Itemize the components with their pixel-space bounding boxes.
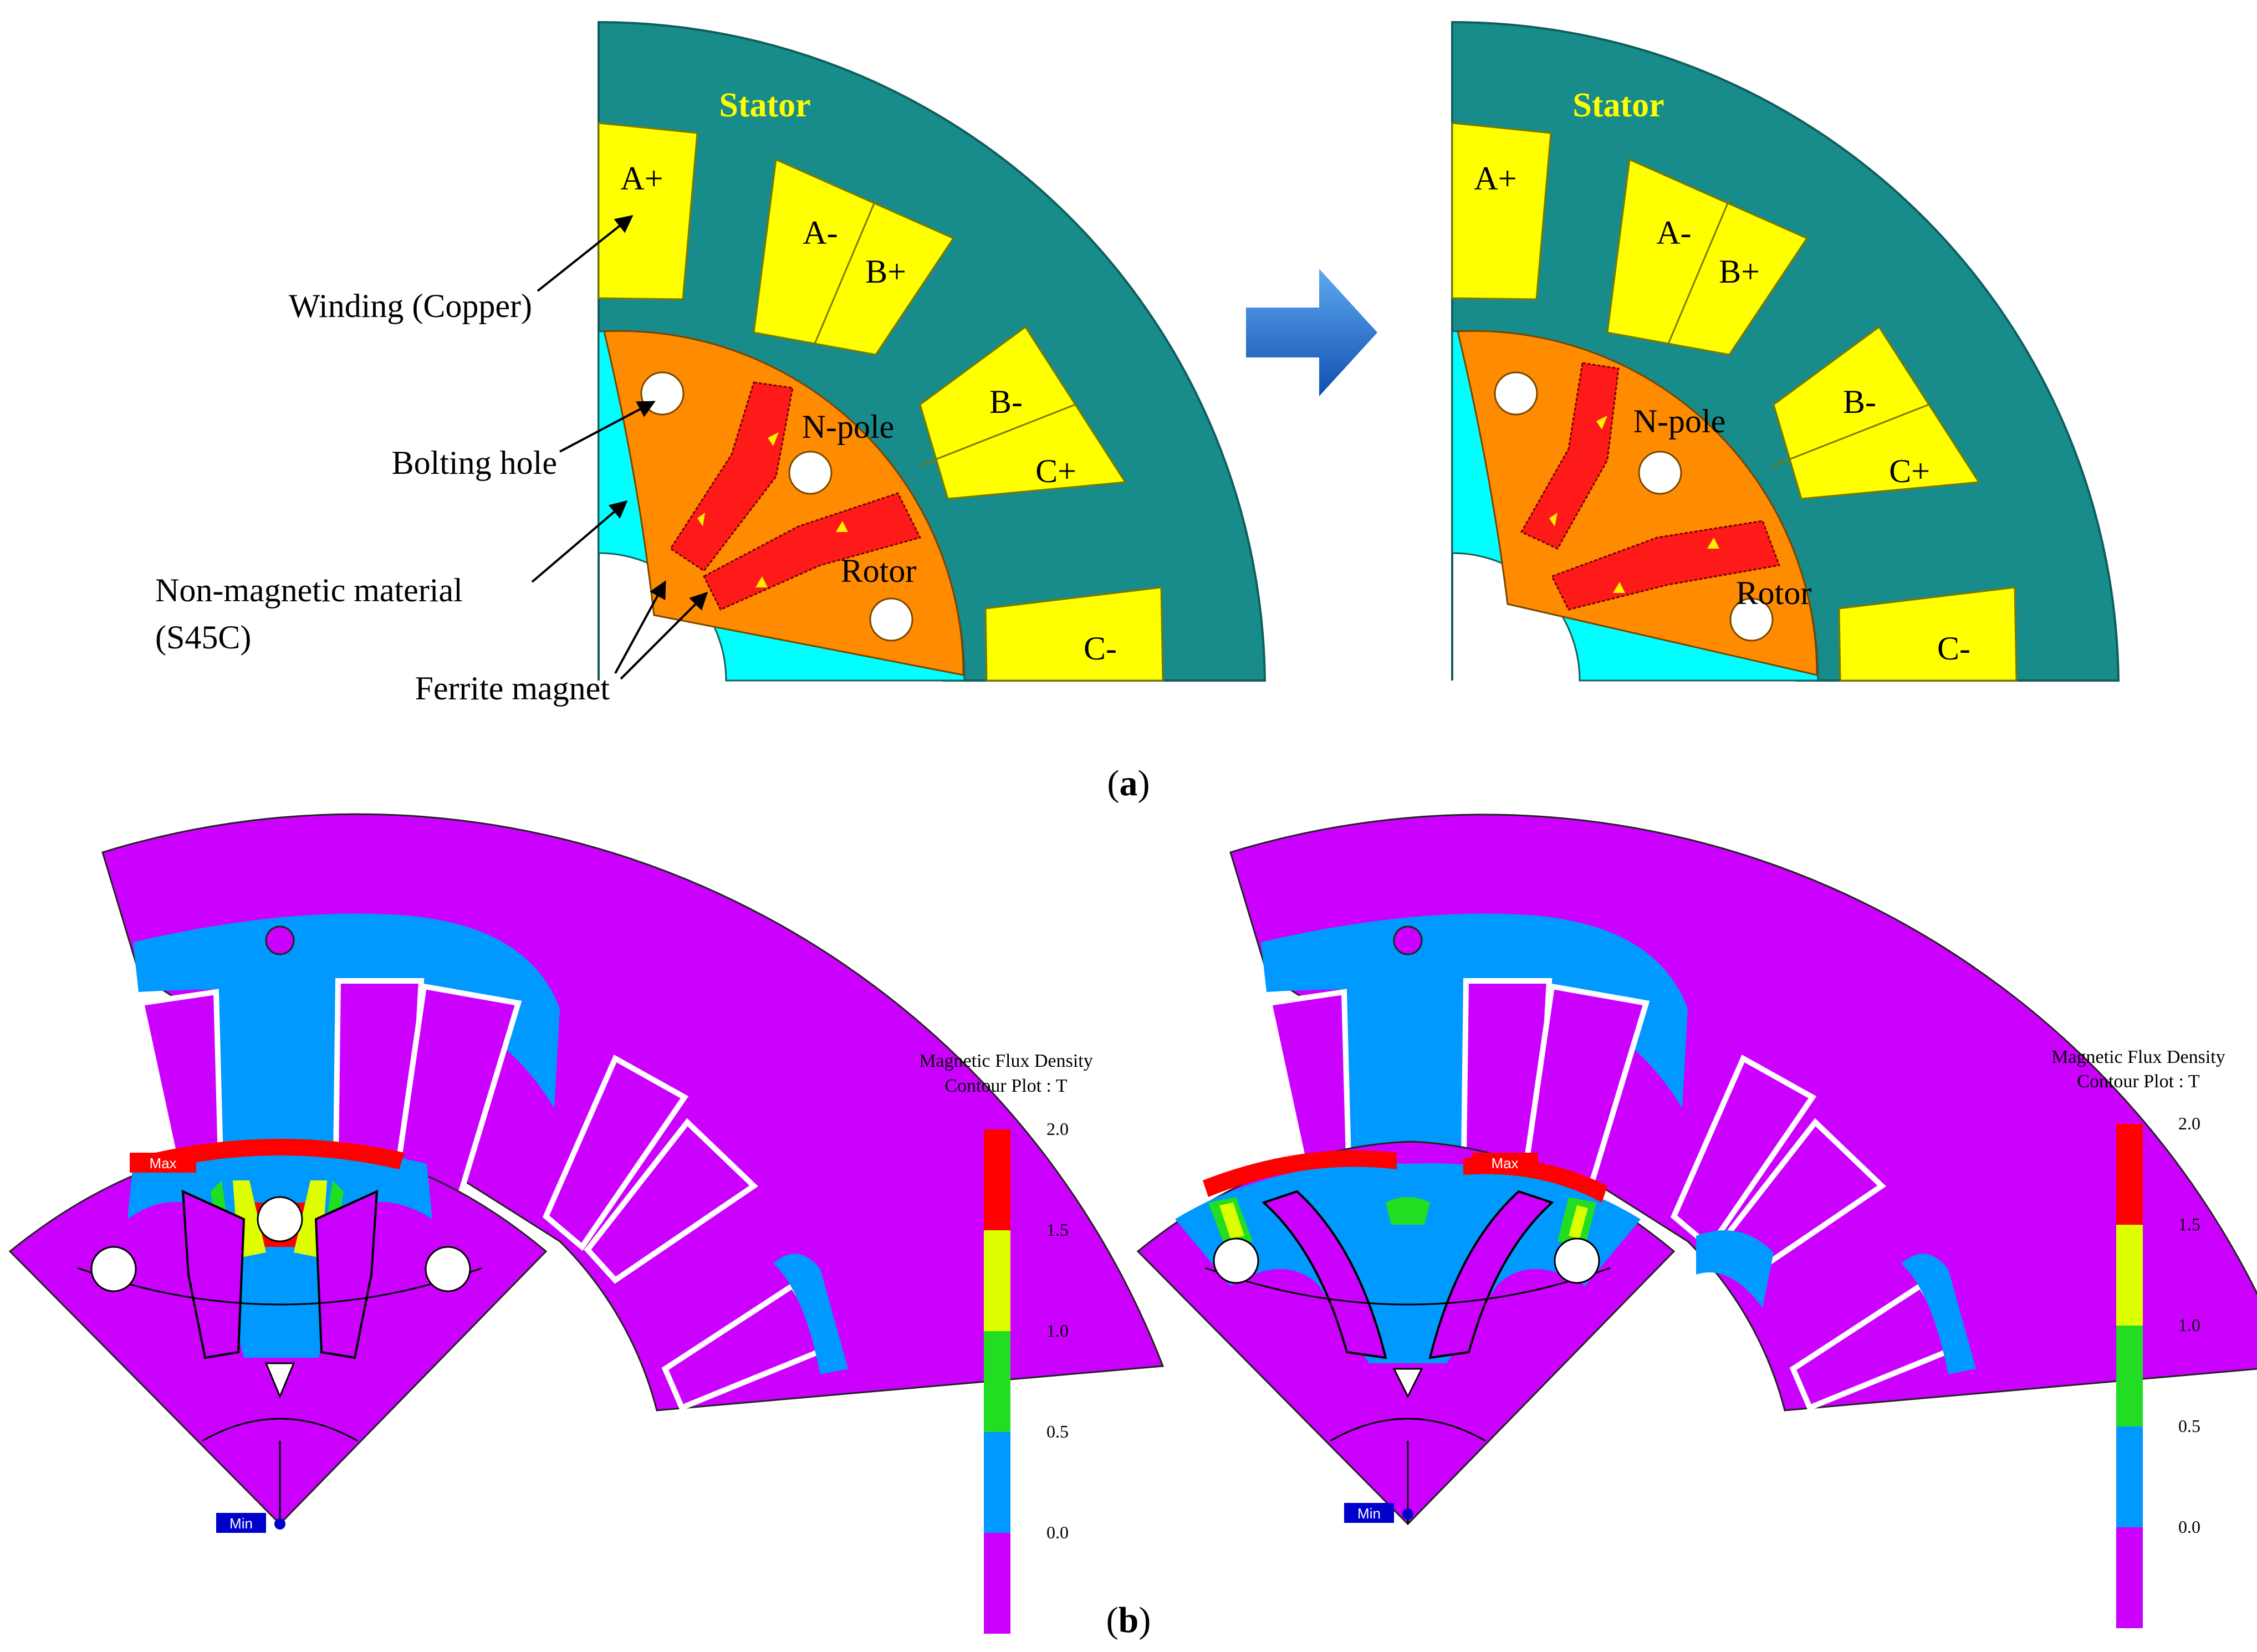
legend-title-line1: Magnetic Flux Density [2051, 1047, 2225, 1067]
stator-slot [584, 1118, 758, 1284]
bolting-hole [869, 597, 913, 642]
slot-label-a-minus: A- [1656, 214, 1691, 251]
slot-label-a-plus: A+ [1474, 160, 1516, 197]
min-tag [1344, 1503, 1394, 1523]
flux-plot-right: Max Min [1136, 814, 2257, 1526]
legend-tick: 0.0 [2178, 1517, 2200, 1537]
tooth-flux [219, 986, 346, 1169]
max-tag-text: Max [149, 1155, 176, 1172]
legend-tick: 0.0 [1046, 1522, 1069, 1542]
max-tag-text: Max [1491, 1155, 1518, 1172]
flux-plot-left: Max Min [8, 813, 1165, 1533]
yoke-flux-band [133, 913, 560, 1108]
bolting-hole [1494, 371, 1538, 416]
ferrite-magnet [703, 492, 922, 611]
slot-label-c-minus: C- [1084, 630, 1117, 667]
min-tag-text: Min [1357, 1505, 1381, 1522]
bolting-hole [1638, 451, 1682, 495]
rotor-label: Rotor [1736, 575, 1812, 611]
winding-c-minus [984, 586, 1164, 682]
legend-title-line2: Contour Plot : T [944, 1076, 1068, 1096]
saturated-bridge [155, 1139, 405, 1169]
ferrite-callout: Ferrite magnet [415, 670, 610, 707]
transition-arrow [1246, 269, 1377, 396]
winding-a-plus [1451, 122, 1552, 300]
stator-label: Stator [719, 86, 810, 124]
legend-tick: 2.0 [1046, 1119, 1069, 1139]
winding-b-minus-c-plus [919, 325, 1127, 500]
legend-tick: 1.5 [2178, 1214, 2200, 1234]
slot-label-b-minus: B- [989, 383, 1023, 420]
max-tag [130, 1153, 196, 1173]
motor-diagram-left: Stator A+ A- B+ B- C+ C- N-pole Rotor Wi… [155, 21, 1267, 707]
magnet-outline [314, 1189, 379, 1359]
ferrite-magnet [1520, 362, 1620, 550]
bolting-hole [788, 451, 833, 495]
winding-c-minus [1838, 586, 2018, 682]
legend-tick: 1.5 [1046, 1220, 1069, 1240]
n-pole-label: N-pole [802, 408, 895, 445]
slot-label-a-plus: A+ [620, 160, 663, 197]
rotor-flux-band [127, 1145, 432, 1358]
slot-label-b-plus: B+ [1719, 253, 1760, 290]
ferrite-magnet [1550, 520, 1781, 611]
winding-callout: Winding (Copper) [289, 288, 532, 324]
slot-label-a-minus: A- [803, 214, 838, 251]
nonmagnetic-callout-line1: Non-magnetic material [155, 572, 463, 608]
bolting-hole [1729, 597, 1774, 642]
rotor-core [603, 330, 964, 676]
legend-tick: 1.0 [2178, 1315, 2200, 1335]
motor-diagram-right: Stator A+ A- B+ B- C+ C- N-pole Rotor [1451, 21, 2120, 682]
flux-legend-left: Magnetic Flux Density Contour Plot : T 2… [919, 1051, 1093, 1634]
legend-tick: 2.0 [2178, 1113, 2200, 1133]
bolting-hole [640, 371, 685, 416]
slot-label-b-plus: B+ [865, 253, 906, 290]
slot-label-b-minus: B- [1843, 383, 1876, 420]
legend-tick: 0.5 [2178, 1416, 2200, 1436]
legend-title-line1: Magnetic Flux Density [919, 1051, 1093, 1071]
stator-slot [542, 1054, 689, 1251]
bolting-hole-callout: Bolting hole [392, 444, 557, 481]
caption-b: (b) [1106, 1600, 1151, 1640]
min-tag-text: Min [229, 1515, 253, 1532]
rotor-core [1457, 330, 1818, 676]
slot-label-c-plus: C+ [1035, 453, 1076, 489]
caption-a: (a) [1107, 763, 1150, 804]
winding-a-plus [598, 122, 698, 300]
n-pole-label: N-pole [1633, 403, 1726, 439]
slot-label-c-minus: C- [1937, 630, 1970, 667]
winding-a-minus-b-plus [1606, 158, 1809, 356]
legend-tick: 1.0 [1046, 1321, 1069, 1341]
winding-a-minus-b-plus [753, 158, 955, 356]
nonmagnetic-callout-line2: (S45C) [155, 619, 251, 656]
slot-label-c-plus: C+ [1889, 453, 1930, 489]
min-tag [216, 1513, 266, 1533]
legend-title-line2: Contour Plot : T [2077, 1071, 2200, 1092]
saturated-bridge [1203, 1150, 1397, 1197]
max-tag [1472, 1153, 1538, 1173]
magnet-outline [181, 1189, 246, 1359]
legend-tick: 0.5 [1046, 1421, 1069, 1441]
rotor-label: Rotor [841, 553, 917, 589]
stator-label: Stator [1572, 86, 1664, 124]
winding-b-minus-c-plus [1773, 325, 1980, 500]
flux-legend-right: Magnetic Flux Density Contour Plot : T 2… [2051, 1047, 2225, 1628]
